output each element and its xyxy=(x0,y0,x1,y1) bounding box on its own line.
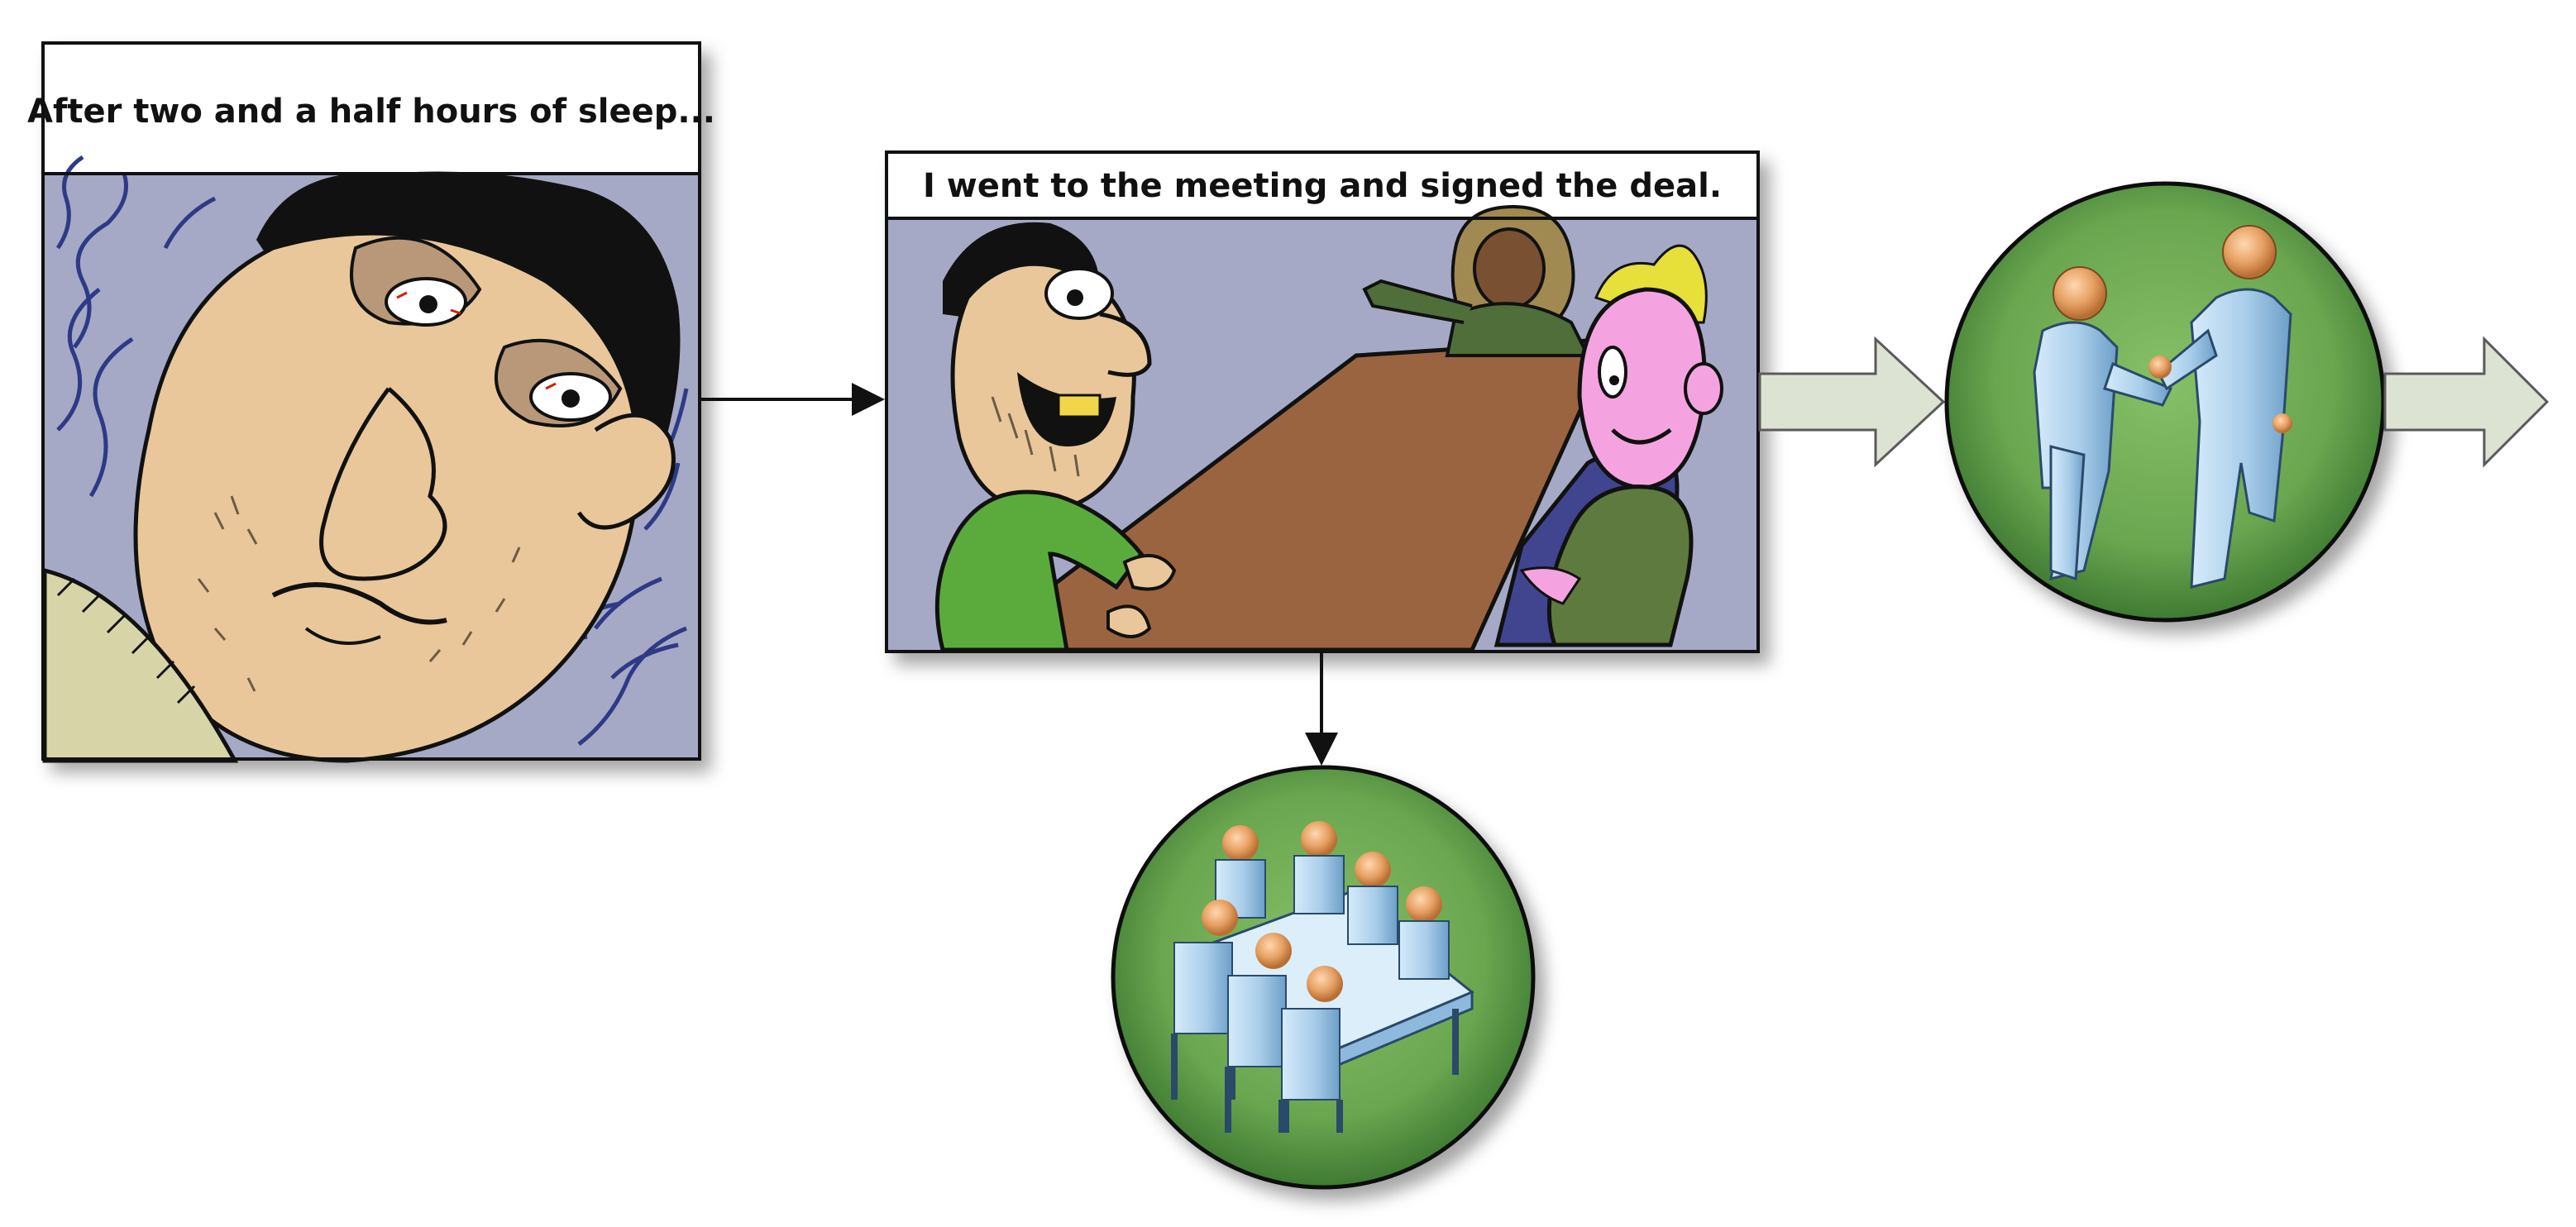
panel-meeting-art xyxy=(888,204,1756,652)
block-arrow-handshake-out xyxy=(2383,336,2550,468)
panel-sleep-caption: After two and a half hours of sleep... xyxy=(27,93,715,131)
conference-table-icon xyxy=(1171,821,1474,1133)
panel-meeting-border xyxy=(885,150,1760,653)
block-arrow-meeting-to-handshake xyxy=(1758,336,1946,468)
panel-sleep-border xyxy=(41,41,701,761)
panel-sleep-art xyxy=(42,155,698,763)
panel-meeting-caption: I went to the meeting and signed the dea… xyxy=(923,167,1722,205)
handshake-icon xyxy=(2033,225,2292,589)
